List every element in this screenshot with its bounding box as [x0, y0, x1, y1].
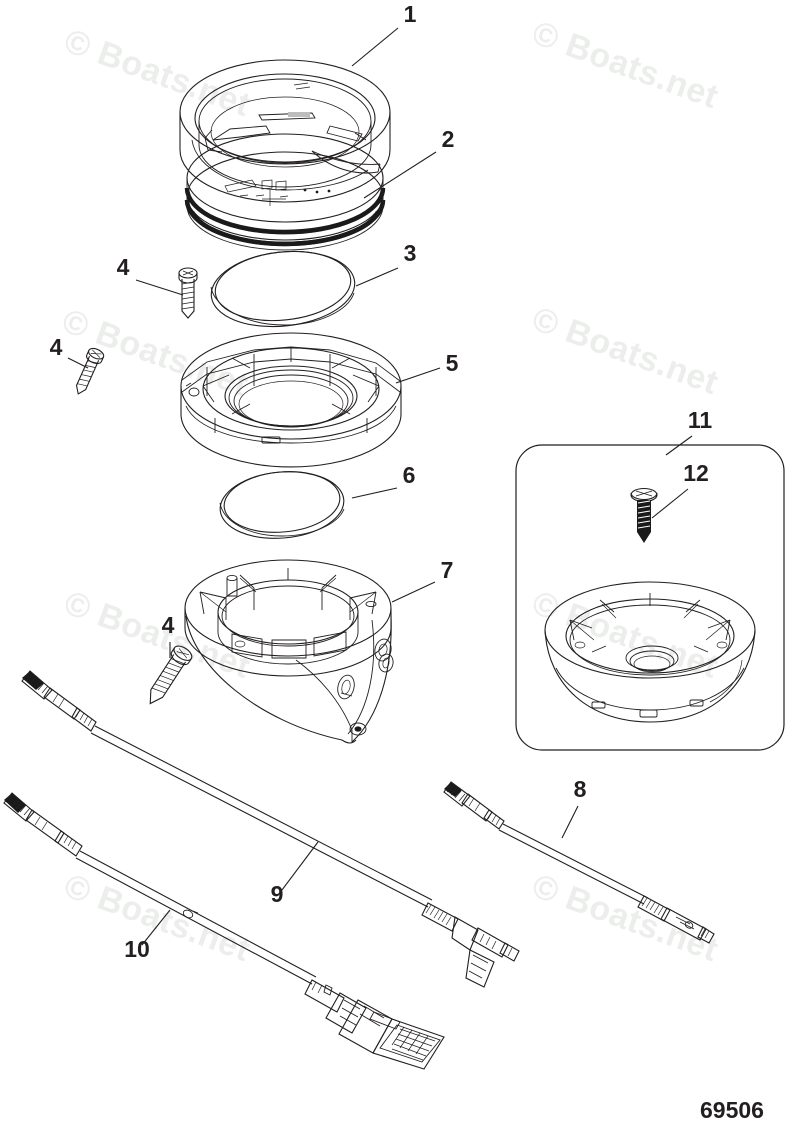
- part-o-ring-lower: [219, 471, 345, 539]
- part-cable-harness: [3, 792, 445, 1070]
- part-bezel-ring: [179, 59, 391, 203]
- callout-leader-trim-gasket-ring: [363, 151, 437, 199]
- watermark: © Boats.net: [527, 867, 723, 969]
- part-mounting-housing: [184, 559, 394, 744]
- callout-number-4b[interactable]: 4: [50, 334, 63, 360]
- callout-number-2[interactable]: 2: [442, 126, 455, 152]
- callout-number-5[interactable]: 5: [446, 350, 459, 376]
- harness-plug-rectangular: [304, 979, 445, 1070]
- harness-connector-round: [3, 792, 83, 857]
- part-screw-inset: [630, 487, 658, 543]
- callout-leader-cable-short: [561, 805, 579, 839]
- callout-number-7[interactable]: 7: [441, 557, 454, 583]
- callout-leader-bezel-ring: [351, 27, 399, 67]
- part-trim-gasket-ring: [184, 133, 386, 251]
- callout-leader-housing-ring: [395, 367, 441, 384]
- part-o-ring-upper: [210, 250, 356, 328]
- callout-number-4c[interactable]: 4: [162, 612, 175, 638]
- callout-number-10[interactable]: 10: [124, 936, 150, 962]
- watermark: © Boats.net: [527, 584, 723, 686]
- watermark-layer: © Boats.net © Boats.net © Boats.net © Boats…: [57, 14, 723, 969]
- watermark: © Boats.net: [59, 22, 255, 124]
- cable-short-connector-b: [637, 895, 715, 944]
- part-dome-housing: [544, 581, 756, 723]
- callout-number-8[interactable]: 8: [574, 776, 587, 802]
- diagram-number: 69506: [700, 1097, 764, 1123]
- cable-long-elbow-connector: [421, 902, 520, 988]
- watermark: © Boats.net: [57, 302, 253, 404]
- watermark: © Boats.net: [527, 14, 723, 116]
- callout-number-9[interactable]: 9: [271, 881, 284, 907]
- callout-number-1[interactable]: 1: [404, 1, 417, 27]
- mounting-lug-lower: [337, 674, 355, 700]
- part-screw-self-tapping: [149, 645, 193, 705]
- callout-number-6[interactable]: 6: [403, 462, 416, 488]
- watermark: © Boats.net: [527, 300, 723, 402]
- part-screw-machine-upper: [178, 267, 198, 319]
- callout-number-4a[interactable]: 4: [117, 254, 130, 280]
- callout-number-12[interactable]: 12: [683, 460, 709, 486]
- callout-leader-inset-assembly: [665, 435, 693, 456]
- part-cable-long: [21, 670, 520, 988]
- part-housing-ring: [180, 332, 402, 468]
- callout-leader-screw-machine: [135, 279, 184, 296]
- part-cable-short: [443, 781, 715, 944]
- callout-leader-o-ring-upper: [355, 267, 399, 287]
- callout-leader-mounting-housing: [391, 581, 436, 603]
- callout-number-11[interactable]: 11: [688, 407, 713, 433]
- callout-leader-screw-machine: [67, 357, 89, 369]
- callout-leader-o-ring-lower: [351, 487, 398, 499]
- callout-number-3[interactable]: 3: [404, 240, 417, 266]
- part-screw-machine-lower: [75, 347, 105, 395]
- cable-long-connector: [21, 670, 97, 732]
- cable-short-connector-a: [443, 781, 505, 830]
- callout-leader-cable-long: [281, 841, 319, 891]
- mounting-lug-upper: [374, 638, 394, 673]
- watermark: © Boats.net: [59, 867, 255, 969]
- callout-leader-cable-harness: [141, 909, 171, 946]
- callout-leader-screw-inset: [651, 488, 689, 519]
- inset-assembly-box: [515, 444, 785, 751]
